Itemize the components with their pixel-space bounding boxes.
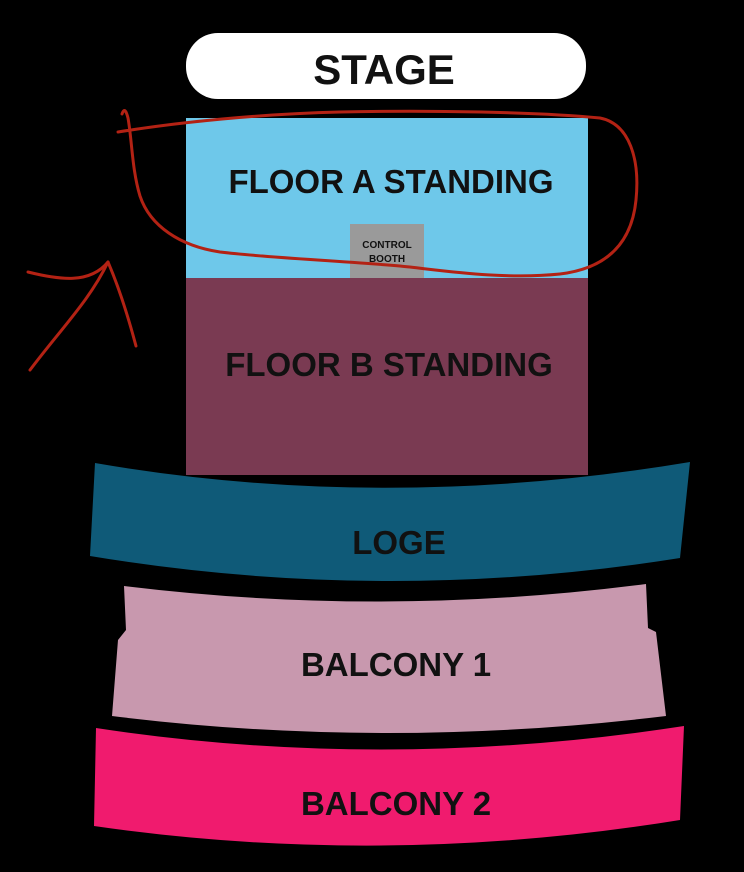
control-booth: CONTROL BOOTH [350,224,424,278]
loge-label: LOGE [352,524,446,561]
annotation-circle-stroke [116,109,639,278]
section-floor-b[interactable]: FLOOR B STANDING [186,278,588,475]
control-booth-area [350,224,424,278]
balcony-2-label: BALCONY 2 [301,785,491,822]
balcony-2-area[interactable] [94,726,684,846]
section-balcony-2[interactable]: BALCONY 2 [94,726,684,846]
stage: STAGE [186,33,586,99]
loge-area[interactable] [90,462,690,582]
section-balcony-1[interactable]: BALCONY 1 [112,584,666,733]
section-loge[interactable]: LOGE [90,462,690,582]
red-annotation [26,109,639,372]
control-booth-label-line1: CONTROL [362,240,411,251]
annotation-arrow-shaft [28,260,110,372]
stage-shape [186,33,586,99]
floor-b-label: FLOOR B STANDING [225,346,553,383]
section-floor-a[interactable]: FLOOR A STANDING [186,118,588,278]
control-booth-label-line2: BOOTH [369,254,405,265]
balcony-1-label: BALCONY 1 [301,646,491,683]
stage-label: STAGE [313,46,455,93]
floor-b-area[interactable] [186,278,588,475]
floor-a-label: FLOOR A STANDING [228,163,553,200]
balcony-1-area[interactable] [112,584,666,733]
annotation-arrow-head [26,260,138,348]
